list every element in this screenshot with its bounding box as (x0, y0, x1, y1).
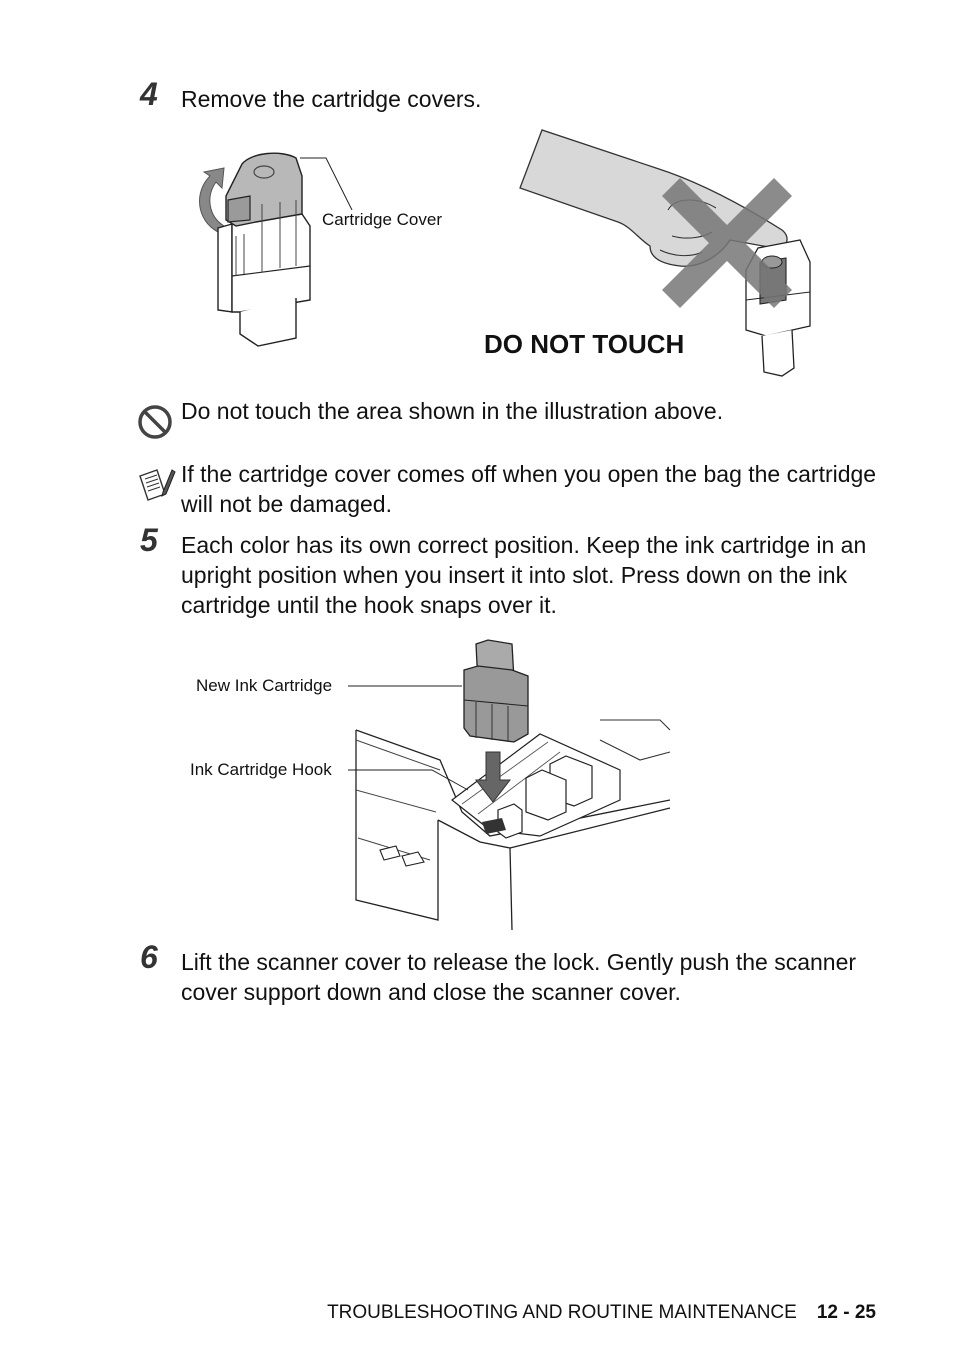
step-6-text: Lift the scanner cover to release the lo… (181, 949, 857, 1005)
step-6-number: 6 (140, 939, 158, 975)
step-4-text: Remove the cartridge covers. (181, 86, 482, 112)
prohibited-icon (138, 405, 172, 439)
caution-text: Do not touch the area shown in the illus… (181, 398, 724, 424)
ink-cartridge-hook-label: Ink Cartridge Hook (190, 760, 332, 779)
footer-section-title: TROUBLESHOOTING AND ROUTINE MAINTENANCE (327, 1302, 797, 1323)
page-footer: TROUBLESHOOTING AND ROUTINE MAINTENANCE 1… (327, 1302, 876, 1324)
step-4-number: 4 (140, 76, 158, 112)
cross-out-icon (662, 178, 792, 308)
step-5-text: Each color has its own correct position.… (181, 532, 867, 618)
note-pencil-icon (139, 469, 176, 501)
new-ink-cartridge-label: New Ink Cartridge (196, 676, 333, 695)
down-arrow-icon (474, 751, 512, 803)
do-not-touch-label: DO NOT TOUCH (484, 329, 685, 359)
cartridge-cover-label: Cartridge Cover (322, 210, 442, 229)
rotate-arrow-icon (199, 167, 225, 233)
step-5-number: 5 (140, 522, 158, 558)
page-number: 12 - 25 (816, 1302, 876, 1323)
note-text: If the cartridge cover comes off when yo… (181, 461, 877, 517)
